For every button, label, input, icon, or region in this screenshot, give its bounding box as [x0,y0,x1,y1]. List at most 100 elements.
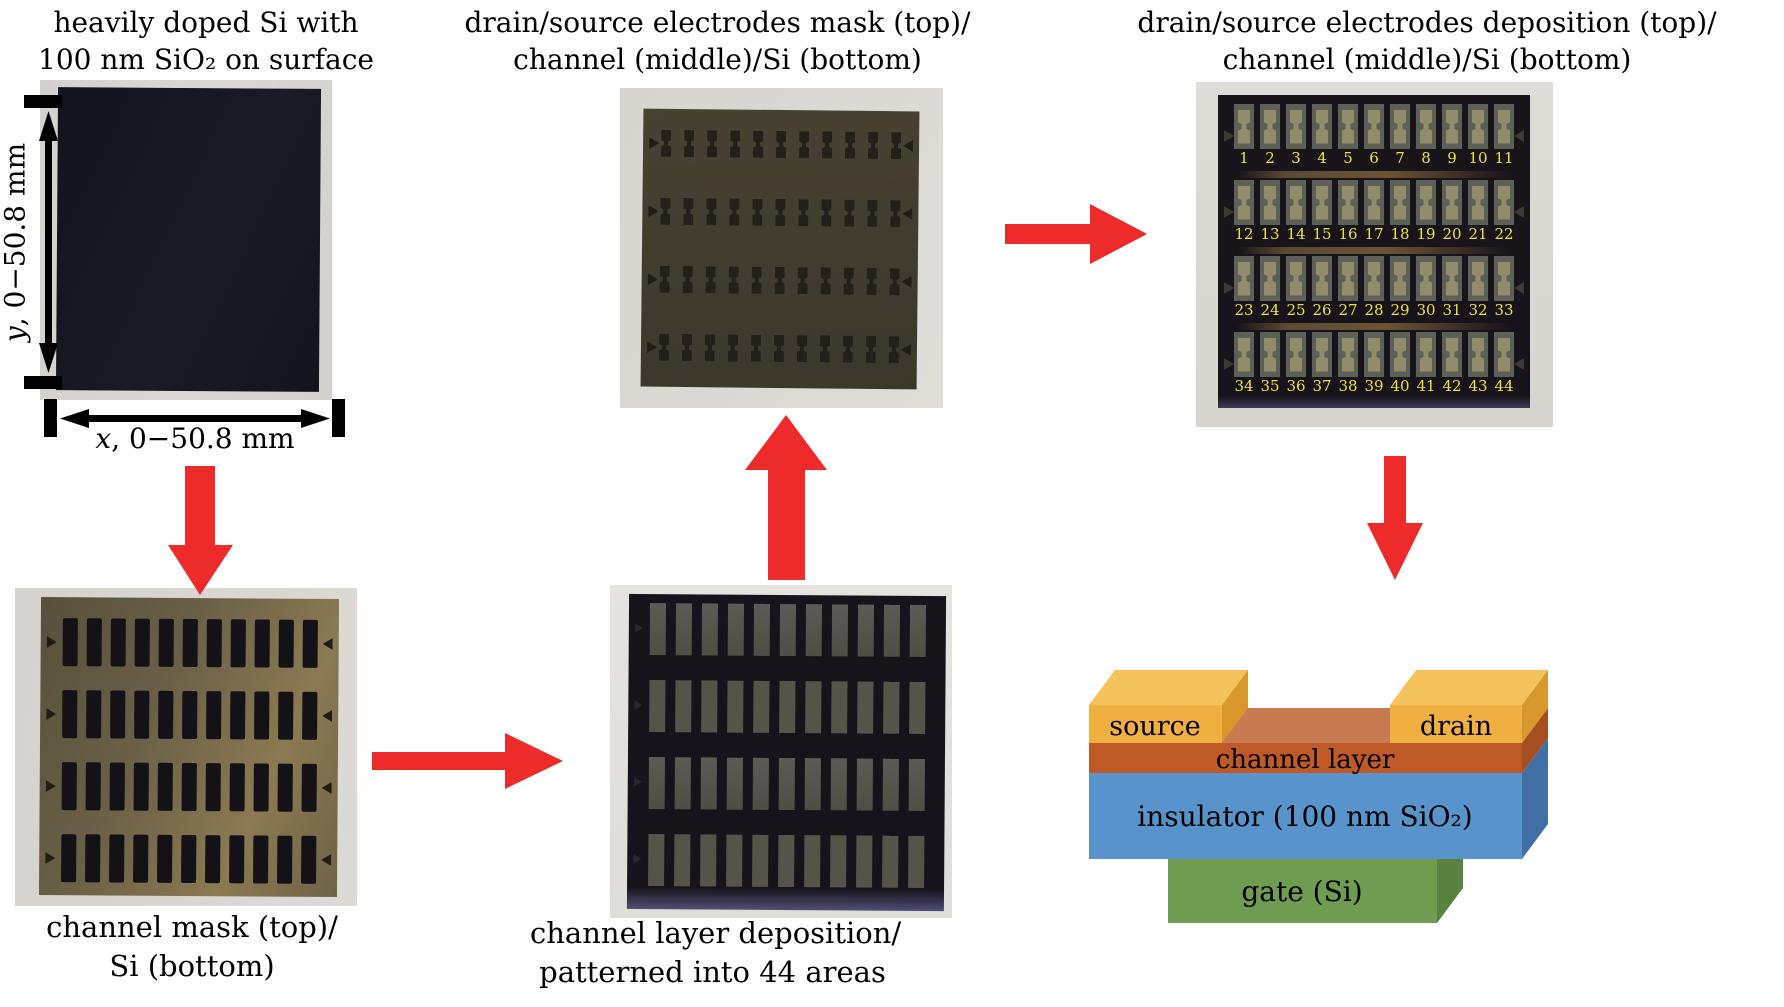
electrode-pattern [1472,185,1484,220]
channel-deposition-substrate [626,593,947,912]
device-area [1494,180,1514,225]
slot [62,618,78,667]
slot [108,834,124,883]
device-cell: 5 [1338,104,1358,168]
device-cell: 13 [1260,180,1280,244]
device-number: 26 [1312,301,1332,319]
slot [253,763,269,812]
slot [779,603,796,657]
title-electrode-mask-line2: channel (middle)/Si (bottom) [513,43,922,76]
title-substrate-line1: heavily doped Si with [53,6,359,39]
electrode-pattern [1472,337,1484,372]
device-area [1260,332,1280,377]
slot [181,690,197,740]
slot [133,690,149,739]
slot [799,131,809,158]
device-area [1234,256,1254,301]
device-area [1234,332,1254,377]
slot [648,757,665,810]
mask-row [642,198,918,228]
device-cell: 17 [1364,180,1384,244]
device-cell: 35 [1260,332,1280,396]
slot [908,681,925,734]
caption-channel-mask-line2: Si (bottom) [109,949,275,983]
slot [109,690,125,739]
device-number: 28 [1364,301,1384,319]
device-area [1442,104,1462,149]
slot [276,835,292,884]
device-area [1312,180,1332,225]
slot [752,267,762,294]
device-cell: 41 [1416,332,1436,396]
slot-row [659,334,899,364]
slot [180,834,196,884]
device-number: 42 [1442,377,1462,395]
slot [883,604,900,657]
device-cell: 25 [1286,256,1306,320]
caption-channel-mask-line1: channel mask (top)/ [46,910,338,944]
device-area [1364,104,1384,149]
slot [253,691,269,740]
slot [300,835,316,884]
electrode-pattern [1498,337,1510,372]
slot [797,335,807,362]
mask-row [40,690,338,740]
device-cell: 39 [1364,332,1384,396]
device-number: 16 [1338,225,1358,243]
slot [845,132,855,159]
electrode-pattern [1446,109,1458,144]
x-axis-label: x, 0−50.8 mm [45,422,345,455]
electrode-pattern [1264,185,1276,220]
device-number: 6 [1369,149,1379,167]
device-area [1338,180,1358,225]
slot-row [661,130,901,160]
alignment-marker-icon [321,854,331,866]
electrode-pattern [1290,337,1302,372]
insulator-label: insulator (100 nm SiO₂) [1137,800,1472,833]
electrode-pattern [1368,261,1380,296]
device-number: 41 [1416,377,1436,395]
slot [726,680,744,733]
device-area [1494,332,1514,377]
drain-label: drain [1420,711,1492,742]
electrode-pattern [1446,261,1458,296]
device-area [1416,180,1436,225]
slot [61,762,77,811]
device-area [1442,332,1462,377]
electrode-pattern [1472,109,1484,144]
slot [683,198,693,225]
slot-row [660,266,900,296]
slot [889,336,899,363]
device-area [1442,180,1462,225]
slot [830,681,847,734]
alignment-marker-icon [1224,358,1234,370]
title-electrode-mask-line1: drain/source electrodes mask (top)/ [464,6,971,39]
slot [726,757,743,810]
slot [829,835,846,888]
mask-row [39,834,337,884]
slot [683,266,693,293]
device-number: 22 [1494,225,1514,243]
slot [60,834,76,883]
slot [803,835,820,888]
slot [830,758,847,811]
slot [278,619,294,668]
mask-row [643,130,919,160]
alignment-marker-icon [1224,282,1234,294]
slot [109,762,125,811]
title-electrode-mask: drain/source electrodes mask (top)/ chan… [455,4,980,78]
device-number: 25 [1286,301,1306,319]
slot [700,757,717,810]
slot [230,619,246,668]
device-area [1312,256,1332,301]
slot [729,198,739,225]
device-number: 27 [1338,301,1358,319]
channel-area-grid [627,603,946,888]
electrode-pattern [1316,337,1328,372]
slot [701,603,718,656]
insulator-front-face [1089,773,1522,859]
device-number: 21 [1468,225,1488,243]
slot-row [649,603,926,657]
alignment-marker-icon [633,854,641,864]
